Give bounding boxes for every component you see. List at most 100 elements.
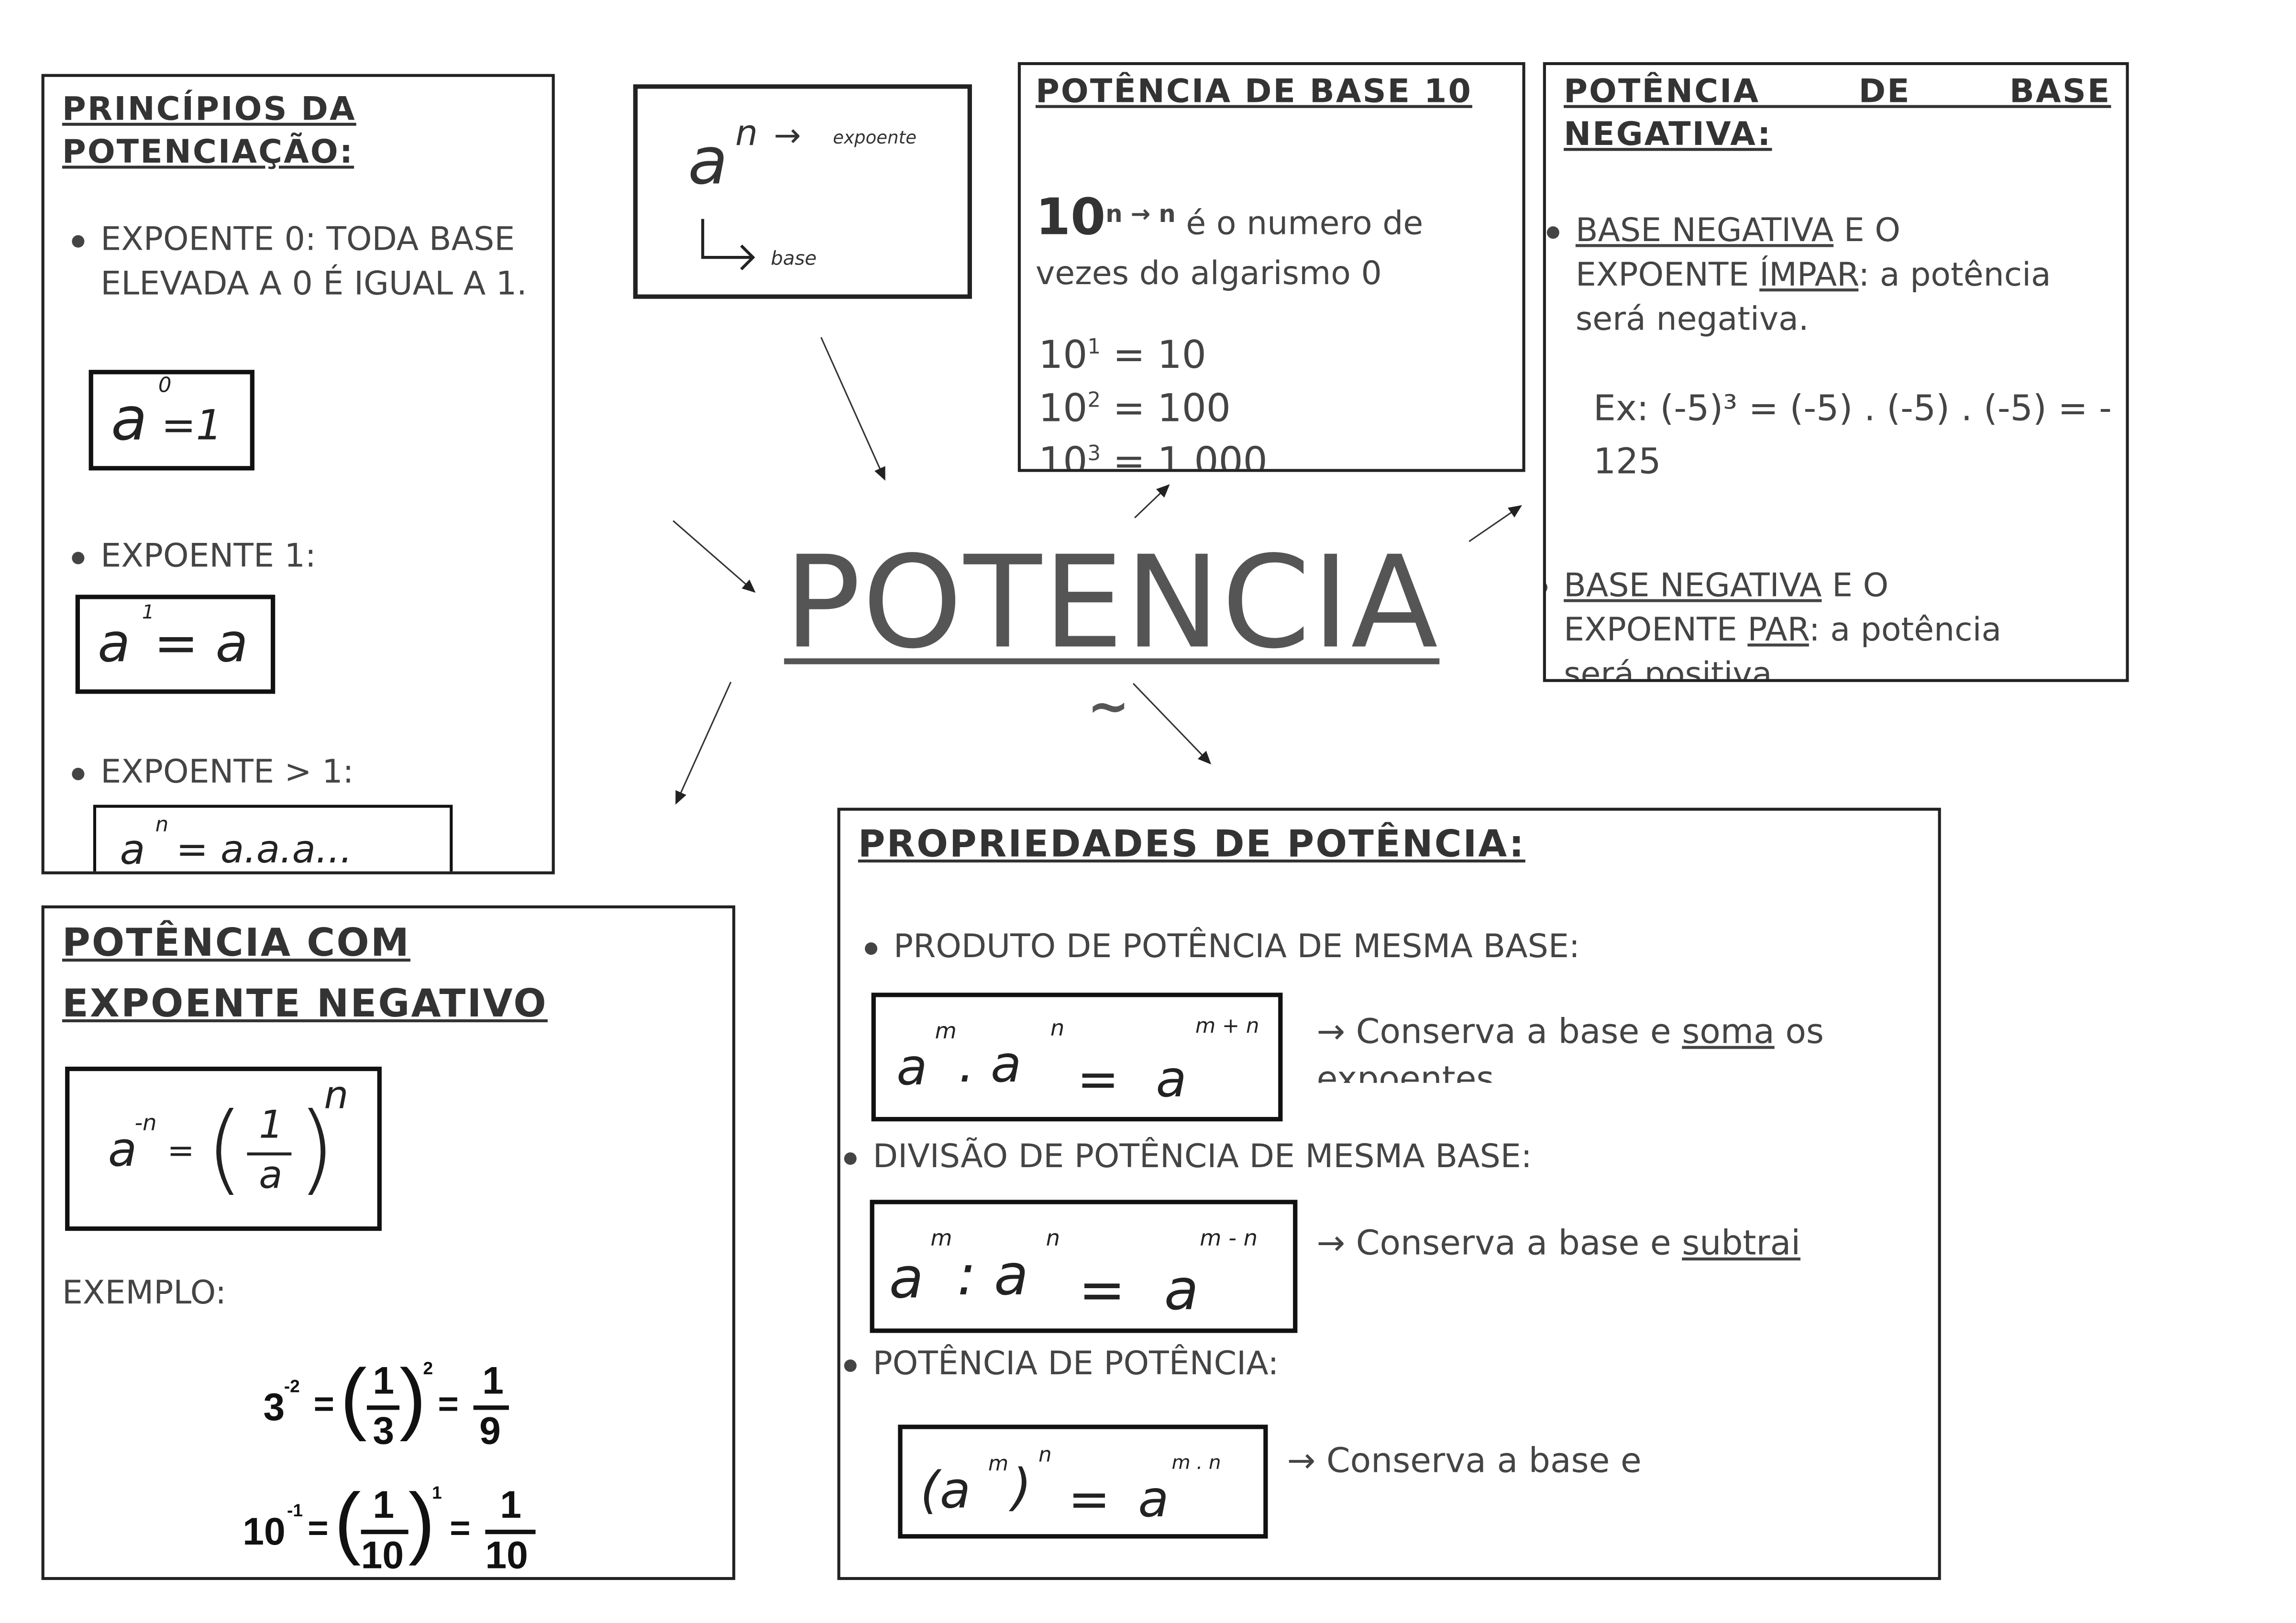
decoration: = xyxy=(438,1384,459,1425)
expneg-examples-0-den: 3 xyxy=(373,1408,395,1453)
base10-line-3: 103 = 1.000 xyxy=(1038,432,1268,472)
propriedades-box: PROPRIEDADES DE POTÊNCIA: PRODUTO DE POT… xyxy=(837,807,1941,1580)
negativa-box: POTÊNCIA DE BASE NEGATIVA: BASE NEGATIVA… xyxy=(1543,62,2129,682)
base10-lines-1-exp: 2 xyxy=(1087,389,1101,413)
negativa-item1-u2: ÍMPAR xyxy=(1759,257,1859,295)
decoration: ( xyxy=(334,1478,361,1567)
propriedades-items-2-note-cont: multiplica xyxy=(1287,1490,1454,1491)
expneg-examples-0-exp: -2 xyxy=(284,1376,300,1397)
prop-potencia-label: POTÊNCIA DE POTÊNCIA: xyxy=(843,1343,1279,1388)
propriedades-items-0-e1: m xyxy=(935,1017,957,1045)
center-tilde: ~ xyxy=(1087,677,1130,737)
negativa-impar: BASE NEGATIVA E O EXPOENTE ÍMPAR: a potê… xyxy=(1546,210,2079,343)
arrow-to-propriedades xyxy=(1132,683,1212,765)
propriedades-items-1-e1: m xyxy=(930,1225,952,1252)
propriedades-items-2-formula: (a xyxy=(920,1461,971,1521)
expneg-examples-0-num: 1 xyxy=(373,1358,395,1402)
principio-expoente-maior-1: EXPOENTE > 1: xyxy=(71,751,353,796)
propriedades-items-0-formula: a xyxy=(896,1038,927,1098)
base10-lines-0-base: 10 xyxy=(1038,333,1088,378)
negativa-title: POTÊNCIA DE BASE NEGATIVA: xyxy=(1564,74,2111,154)
propriedades-items-1-e2: n xyxy=(1046,1225,1060,1252)
expneg-examples-1-outer-exp: 1 xyxy=(432,1482,442,1503)
expneg-formula-exp: -n xyxy=(134,1109,157,1137)
arrow-down-right-icon xyxy=(701,219,755,271)
arrow-right-icon: → xyxy=(773,118,801,155)
base10-lead-text: é o numero de vezes do algarismo 0 xyxy=(1035,206,1424,294)
expneg-formula-eq: = xyxy=(167,1133,195,1170)
decoration: = xyxy=(450,1509,471,1549)
principios-title: PRINCÍPIOS DA POTENCIAÇÃO: xyxy=(62,91,356,172)
formula-base: a xyxy=(110,386,147,454)
propriedades-items-0-e2: n xyxy=(1050,1015,1065,1042)
decoration: ) xyxy=(408,1478,435,1567)
base10-lines-0-result: = 10 xyxy=(1113,333,1206,378)
decoration: = xyxy=(308,1509,329,1549)
formula-exp: n xyxy=(155,814,169,838)
expneg-examples-1-den: 10 xyxy=(361,1533,404,1577)
base10-box: POTÊNCIA DE BASE 10 10n → n é o numero d… xyxy=(1017,62,1525,472)
expneg-examples-1-base: 10 xyxy=(243,1509,286,1554)
expneg-title: POTÊNCIA COM EXPOENTE NEGATIVO xyxy=(62,921,548,1027)
propriedades-items-2-eq: = a xyxy=(1068,1470,1169,1530)
prop-divisao-note: → Conserva a base e subtrai xyxy=(1317,1222,1800,1267)
decoration: ) xyxy=(399,1353,426,1443)
prop-divisao-formula: a m : a n = a m - n xyxy=(870,1200,1298,1333)
propriedades-items-0-op: . a xyxy=(959,1035,1022,1095)
propriedades-items-1-note-u: subtrai xyxy=(1682,1225,1801,1264)
propriedades-items-1-op: : a xyxy=(957,1242,1029,1308)
formula-exp: 0 xyxy=(158,374,172,398)
notation-base-symbol: a xyxy=(688,124,728,200)
notation-exp-symbol: n xyxy=(735,112,758,154)
base10-lead-bold: 10 xyxy=(1035,188,1106,248)
base10-lines-1-base: 10 xyxy=(1038,387,1088,432)
expneg-examples-1-rnum: 1 xyxy=(500,1482,522,1527)
expneg-formula-outer-exp: n xyxy=(324,1074,349,1119)
decoration xyxy=(361,1529,408,1535)
propriedades-items-1-eq: = a xyxy=(1078,1257,1199,1323)
prop-produto-label: PRODUTO DE POTÊNCIA DE MESMA BASE: xyxy=(864,926,1580,971)
base10-lines-1-result: = 100 xyxy=(1113,387,1231,432)
formula-expoente-maior-1: a n = a.a.a... xyxy=(93,805,453,872)
base10-line-2: 102 = 100 xyxy=(1038,379,1231,431)
propriedades-items-2-e2: n xyxy=(1038,1444,1052,1468)
formula-rest: = a xyxy=(154,614,248,675)
expneg-examples-1-rden: 10 xyxy=(485,1533,528,1577)
principios-box: PRINCÍPIOS DA POTENCIAÇÃO: EXPOENTE 0: T… xyxy=(41,74,555,874)
negativa-item1-t2: : a potência será negativa. xyxy=(1575,257,2051,339)
base10-lines-0-exp: 1 xyxy=(1087,336,1101,360)
decoration xyxy=(701,219,755,271)
propriedades-items-1-note-pre: → Conserva a base e xyxy=(1316,1225,1682,1264)
decoration xyxy=(247,1152,292,1156)
expneg-examples-0-base: 3 xyxy=(263,1384,285,1429)
base10-lines-2-exp: 3 xyxy=(1087,442,1101,466)
propriedades-items-2-e3: m . n xyxy=(1171,1453,1221,1475)
decoration xyxy=(367,1405,400,1410)
propriedades-items-2-note-pre: → Conserva a base e xyxy=(1287,1442,1642,1481)
expneg-formula-num: 1 xyxy=(259,1104,284,1148)
base10-lines-2-result: = 1.000 xyxy=(1113,440,1268,472)
arrow-to-center-from-principios xyxy=(673,520,756,593)
expneg-examples-1-exp: -1 xyxy=(287,1500,303,1521)
propriedades-items-2-op: ) xyxy=(1012,1458,1032,1518)
notation-box: a n → expoente base xyxy=(633,84,972,299)
expneg-examples-0-rnum: 1 xyxy=(482,1358,504,1402)
prop-potencia-formula: (a m ) n = a m . n xyxy=(898,1424,1268,1539)
arrow-to-expneg xyxy=(675,682,732,805)
propriedades-items-0-note-cont: os expoentes xyxy=(1316,1013,1824,1083)
decoration: = xyxy=(313,1384,335,1425)
expneg-examples-0-rden: 9 xyxy=(479,1408,501,1453)
notation-base-label: base xyxy=(771,248,817,271)
formula-expoente-0: a 0 =1 xyxy=(88,370,254,471)
negativa-example: Ex: (-5)³ = (-5) . (-5) . (-5) = - 125 xyxy=(1593,387,2112,483)
formula-exp: 1 xyxy=(142,602,155,625)
decoration: ) xyxy=(297,1092,336,1206)
expneg-examples-1-num: 1 xyxy=(373,1482,395,1527)
prop-produto-note: → Conserva a base e soma os expoentes xyxy=(1317,1009,1879,1083)
negativa-item2-t2: : a potência será positiva xyxy=(1564,612,2002,682)
expneg-example-label: EXEMPLO: xyxy=(62,1275,227,1313)
negativa-item1-u1: BASE NEGATIVA xyxy=(1575,213,1834,250)
arrow-to-base10 xyxy=(1134,484,1170,519)
